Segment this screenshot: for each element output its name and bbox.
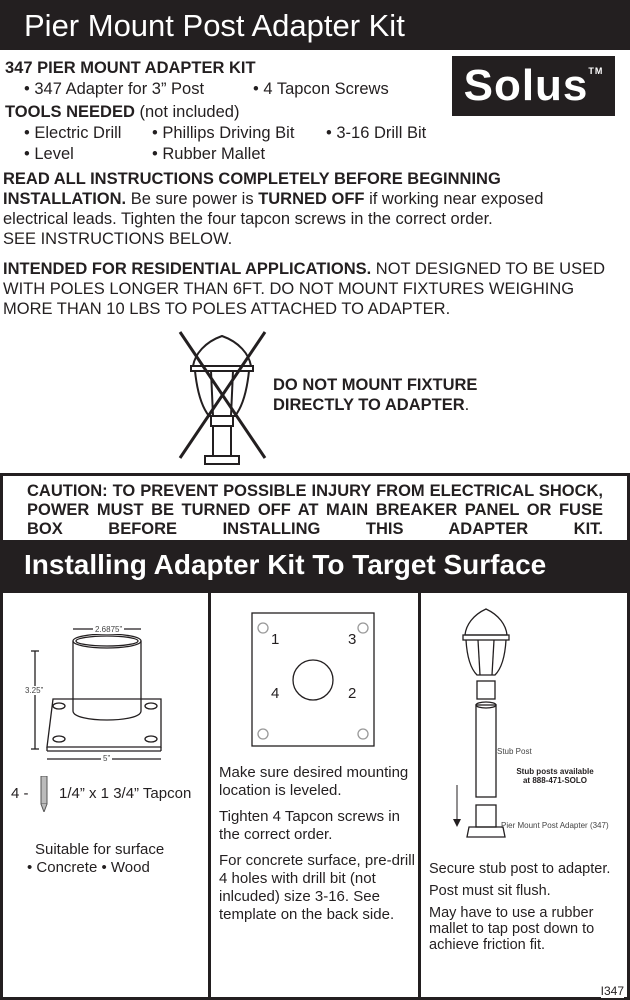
intended-notice: INTENDED FOR RESIDENTIAL APPLICATIONS. N… xyxy=(3,260,606,318)
adapter-label: Pier Mount Post Adapter (347) xyxy=(501,821,609,830)
surface-types: • Concrete • Wood xyxy=(27,859,150,876)
section-title: Installing Adapter Kit To Target Surface xyxy=(0,540,630,593)
panel-adapter-specs: 2.6875” 3.25” 5” 4 - 1/4” x 1 3/4” Tapco… xyxy=(0,593,211,1000)
dim-width: 2.6875” xyxy=(93,625,125,634)
tools-heading: TOOLS NEEDED (not included) xyxy=(5,103,240,121)
screw-number: 3 xyxy=(348,631,357,648)
adapter-diagram xyxy=(31,628,162,760)
kit-heading: 347 PIER MOUNT ADAPTER KIT xyxy=(5,59,256,77)
dim-height: 3.25” xyxy=(25,686,44,695)
tool-item: • Level xyxy=(24,145,74,163)
screw-number: 4 xyxy=(271,685,280,702)
panel-screw-order: 1 3 4 2 Make sure desired mounting locat… xyxy=(208,593,421,1000)
footer-code: I347 xyxy=(600,984,624,998)
screw-number: 1 xyxy=(271,631,280,648)
screw-spec: 1/4” x 1 3/4” Tapcon xyxy=(59,785,192,802)
page-title: Pier Mount Post Adapter Kit xyxy=(0,0,630,50)
crossed-lamp-icon xyxy=(178,331,267,465)
surface-label: Suitable for surface xyxy=(35,841,165,858)
tool-item: • 3-16 Drill Bit xyxy=(326,124,427,142)
solus-logo: SolusTM xyxy=(452,56,615,116)
dim-base: 5” xyxy=(101,754,113,763)
caution-box: CAUTION: TO PREVENT POSSIBLE INJURY FROM… xyxy=(0,473,630,543)
lamp-post-diagram xyxy=(453,608,510,838)
mount-warning: DO NOT MOUNT FIXTURE DIRECTLY TO ADAPTER… xyxy=(273,376,478,414)
tool-item: • Phillips Driving Bit xyxy=(152,124,295,142)
screw-icon xyxy=(40,776,48,812)
stub-post-label: Stub Post xyxy=(497,747,532,756)
screw-number: 2 xyxy=(348,685,357,702)
kit-item: • 4 Tapcon Screws xyxy=(253,80,389,98)
tool-item: • Rubber Mallet xyxy=(152,145,266,163)
screw-count: 4 - xyxy=(11,785,29,802)
instructions: READ ALL INSTRUCTIONS COMPLETELY BEFORE … xyxy=(3,170,544,248)
tool-item: • Electric Drill xyxy=(24,124,122,142)
panel2-text: Make sure desired mounting location is l… xyxy=(219,764,415,923)
screw-order-template xyxy=(251,612,375,747)
kit-item: • 347 Adapter for 3” Post xyxy=(24,80,205,98)
panel3-text: Secure stub post to adapter. Post must s… xyxy=(429,861,611,953)
